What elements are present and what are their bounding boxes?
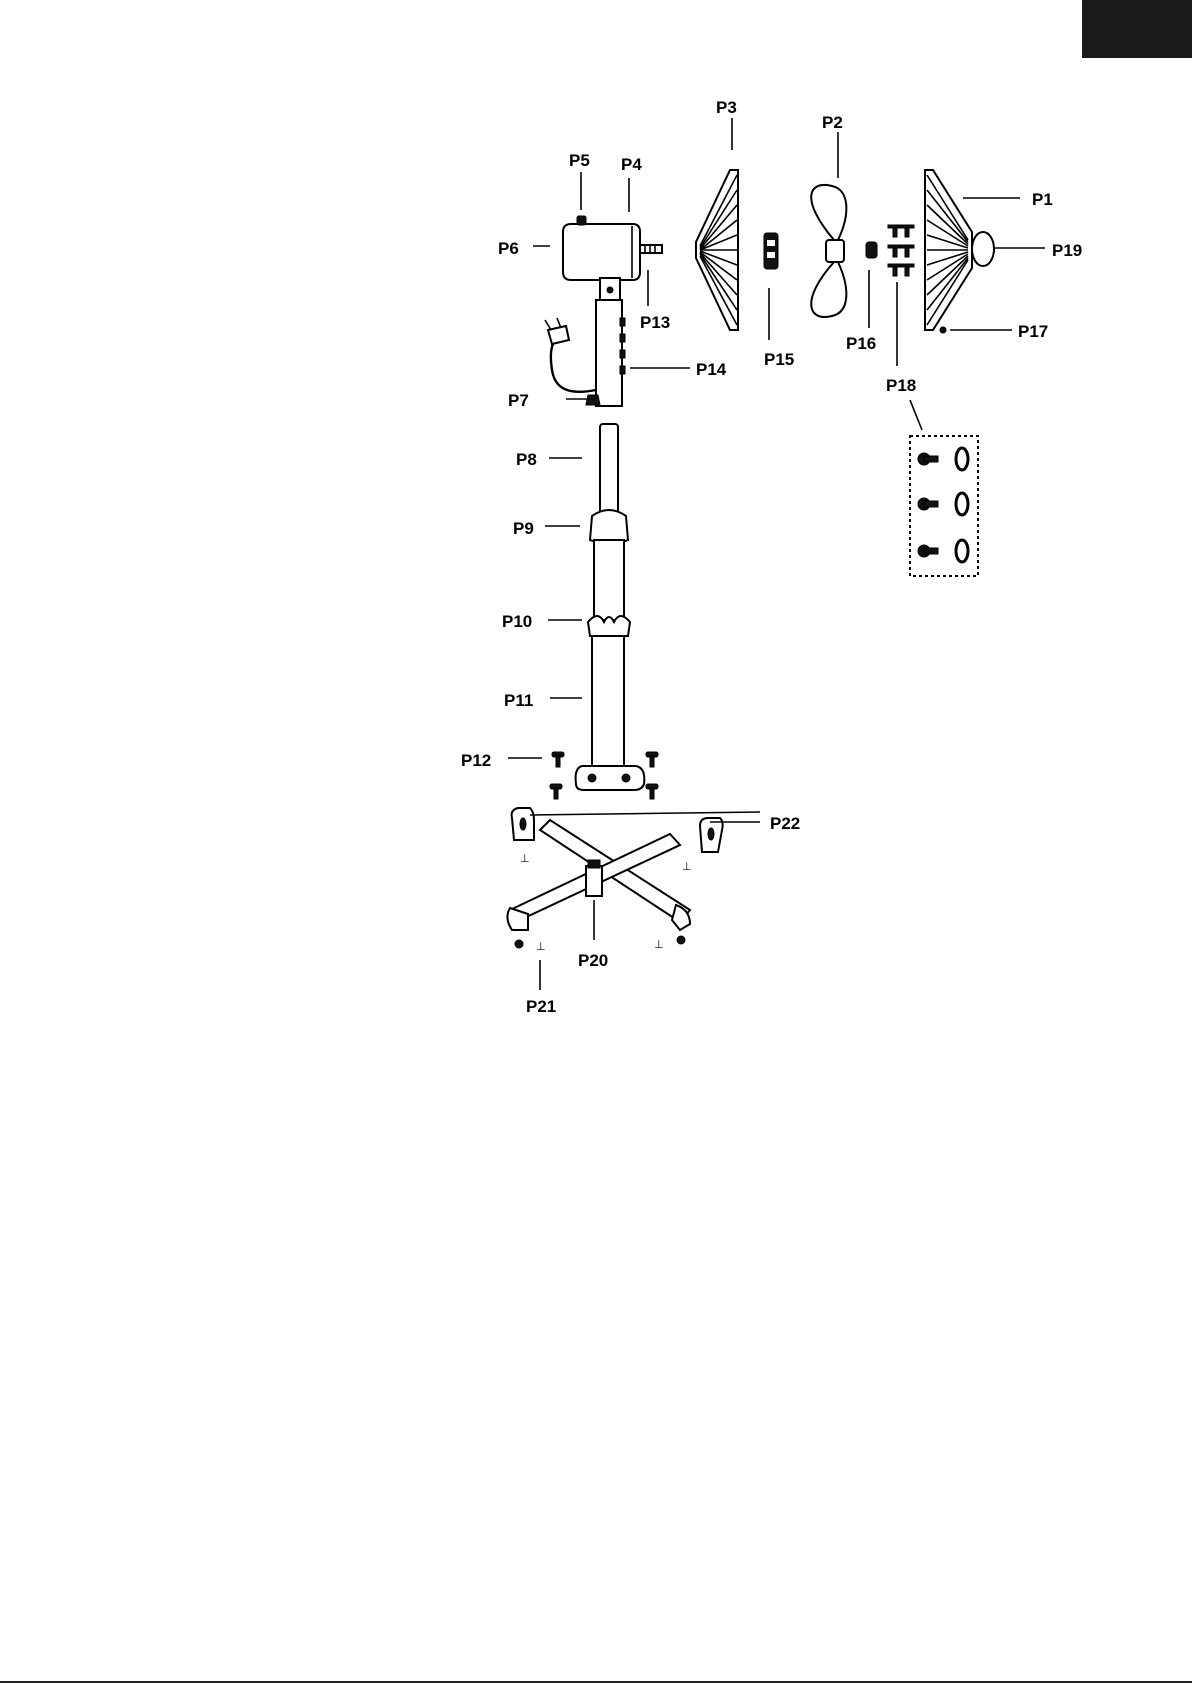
label-p16: P16: [846, 334, 876, 353]
label-p18: P18: [886, 376, 916, 395]
label-p22: P22: [770, 814, 800, 833]
label-p13: P13: [640, 313, 670, 332]
spinner-drawing: [866, 242, 877, 258]
label-p8: P8: [516, 450, 537, 469]
label-p5: P5: [569, 151, 590, 170]
svg-text:⊥: ⊥: [654, 939, 664, 951]
front-grille-drawing: [925, 170, 994, 333]
label-p15: P15: [764, 350, 794, 369]
label-p4: P4: [621, 155, 642, 174]
screws-drawing: [888, 225, 914, 276]
label-p20: P20: [578, 951, 608, 970]
svg-text:⊥: ⊥: [520, 853, 530, 865]
label-p9: P9: [513, 519, 534, 538]
motor-head-drawing: [545, 216, 662, 406]
label-p19: P19: [1052, 241, 1082, 260]
label-p1: P1: [1032, 190, 1053, 209]
label-p11: P11: [504, 691, 533, 710]
label-p21: P21: [526, 997, 556, 1016]
label-p17: P17: [1018, 322, 1048, 341]
label-p10: P10: [502, 612, 532, 631]
fan-blade-drawing: [811, 185, 846, 317]
label-p14: P14: [696, 360, 727, 379]
rear-grille-drawing: [696, 170, 738, 330]
pole-drawing: [576, 424, 645, 790]
screw-detail-box: [910, 436, 978, 576]
label-p3: P3: [716, 98, 737, 117]
svg-text:⊥: ⊥: [682, 861, 692, 873]
bottom-rule: [0, 1681, 1192, 1683]
svg-text:⊥: ⊥: [536, 941, 546, 953]
cross-base-drawing: ⊥ ⊥ ⊥ ⊥: [507, 808, 722, 953]
label-p2: P2: [822, 113, 843, 132]
lock-nut-drawing: [764, 233, 778, 269]
label-p12: P12: [461, 751, 491, 770]
label-p6: P6: [498, 239, 519, 258]
label-p7: P7: [508, 391, 529, 410]
